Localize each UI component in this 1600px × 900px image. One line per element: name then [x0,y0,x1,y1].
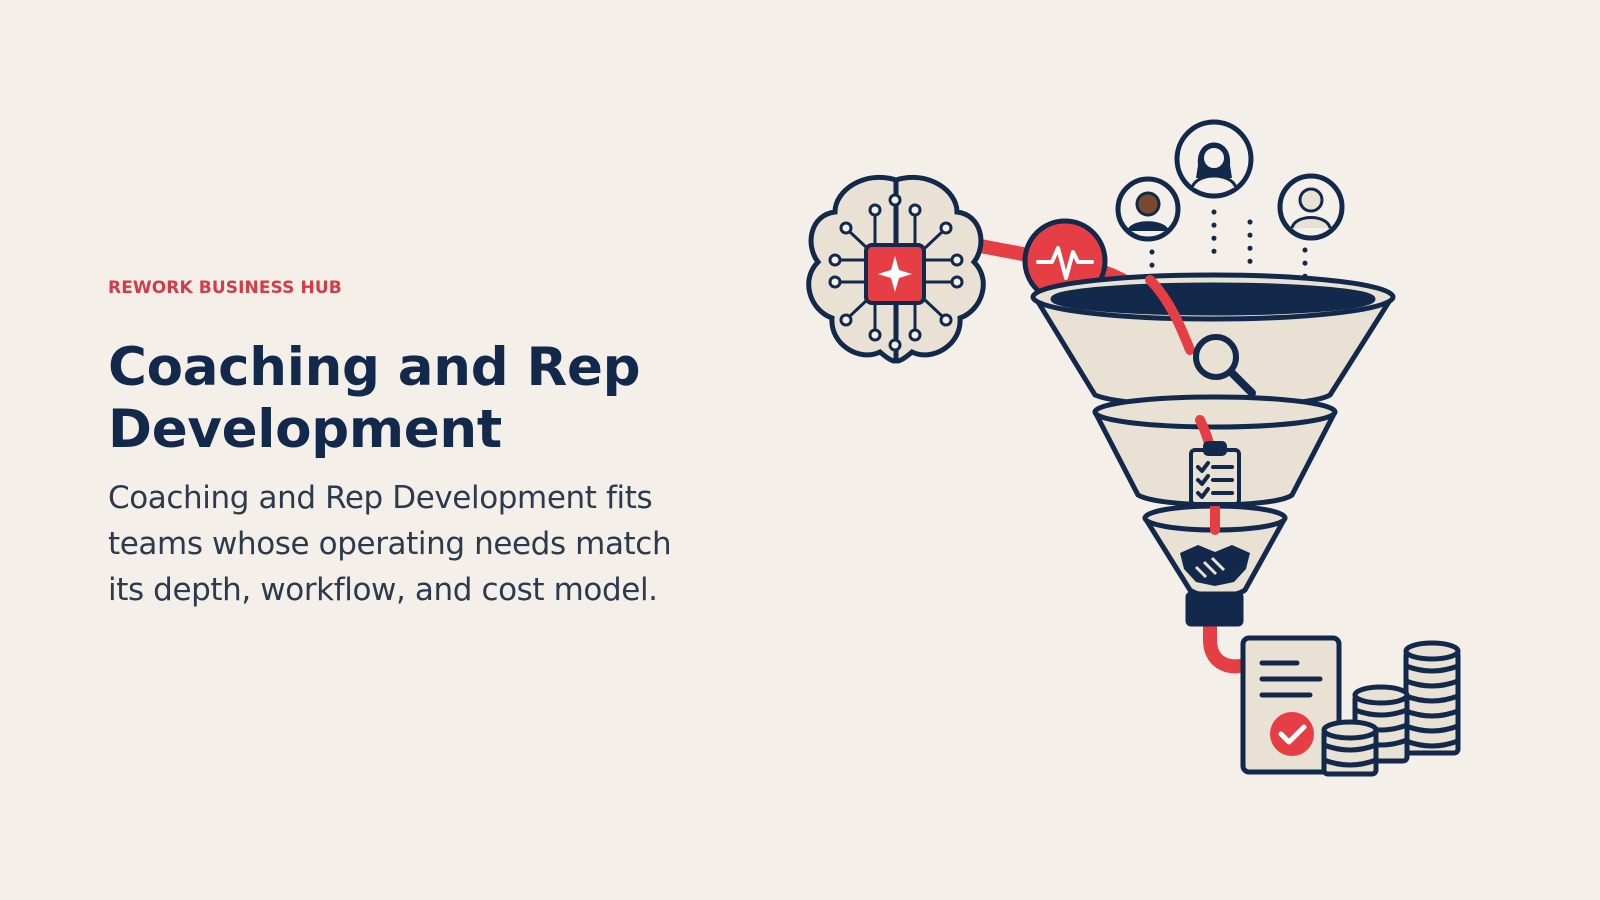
person-icon [1115,176,1181,242]
handshake-icon [1180,545,1250,586]
coin-stack-icon [1321,640,1461,777]
brand-eyebrow: REWORK BUSINESS HUB [108,278,342,298]
funnel-icon [1030,272,1396,627]
page-description: Coaching and Rep Development fits teams … [108,480,672,608]
ai-brain-icon [806,174,986,364]
clipboard-checklist-icon [1189,441,1241,506]
text-block: REWORK BUSINESS HUB Coaching and Rep Dev… [108,278,708,613]
approved-document-icon [1240,635,1342,775]
search-icon [1193,334,1256,397]
user-icon [1277,173,1345,241]
page-title: Coaching and Rep Development [108,337,641,460]
woman-icon [1174,119,1254,199]
